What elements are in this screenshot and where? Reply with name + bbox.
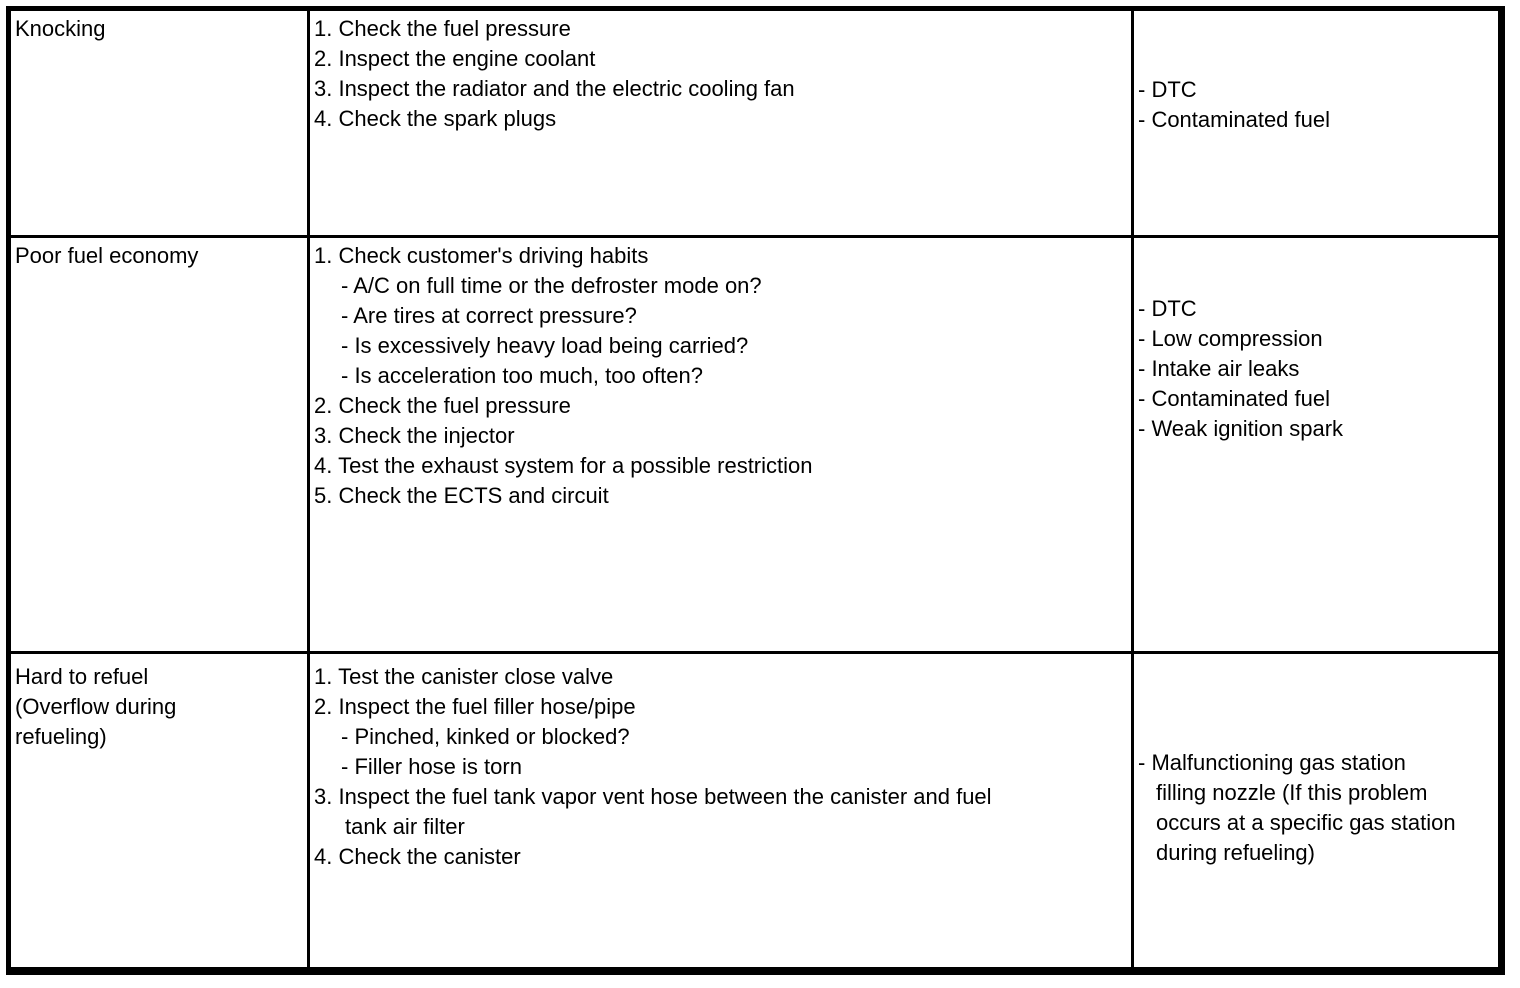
symptom-cell: Knocking: [7, 7, 310, 238]
possible-cause-item: - Low compression: [1138, 326, 1323, 351]
inspection-cell: 1. Test the canister close valve 2. Insp…: [307, 651, 1134, 972]
inspection-step-continuation: tank air filter: [345, 814, 465, 839]
symptom-text: Poor fuel economy: [15, 243, 199, 268]
possible-cause-item: - Contaminated fuel: [1138, 107, 1330, 132]
inspection-sub-item: - Is acceleration too much, too often?: [341, 363, 703, 388]
inspection-sub-item: - Is excessively heavy load being carrie…: [341, 333, 749, 358]
inspection-sub-item: - Filler hose is torn: [341, 754, 522, 779]
inspection-sub-item: - Pinched, kinked or blocked?: [341, 724, 630, 749]
possible-cause-item: - Malfunctioning gas station: [1138, 750, 1406, 775]
inspection-step: 2. Inspect the engine coolant: [314, 46, 596, 71]
symptom-text: Knocking: [15, 16, 106, 41]
possible-cause-continuation: during refueling): [1156, 840, 1315, 865]
inspection-cell: 1. Check customer's driving habits - A/C…: [307, 235, 1134, 654]
inspection-step: 5. Check the ECTS and circuit: [314, 483, 609, 508]
possible-cause-item: - DTC: [1138, 296, 1197, 321]
inspection-step: 4. Test the exhaust system for a possibl…: [314, 453, 813, 478]
possible-cause-continuation: occurs at a specific gas station: [1156, 810, 1456, 835]
inspection-cell: 1. Check the fuel pressure 2. Inspect th…: [307, 7, 1134, 238]
table-row: Hard to refuel (Overflow during refuelin…: [7, 651, 1503, 972]
symptom-text: Hard to refuel: [15, 664, 149, 689]
inspection-sub-item: - Are tires at correct pressure?: [341, 303, 637, 328]
possible-cause-cell: - DTC - Contaminated fuel: [1131, 7, 1503, 238]
table-row: Poor fuel economy 1. Check customer's dr…: [7, 235, 1503, 654]
inspection-step: 1. Check customer's driving habits: [314, 243, 649, 268]
possible-cause-item: - Weak ignition spark: [1138, 416, 1344, 441]
inspection-step: 3. Inspect the radiator and the electric…: [314, 76, 795, 101]
inspection-step: 4. Check the canister: [314, 844, 521, 869]
inspection-step: 3. Inspect the fuel tank vapor vent hose…: [314, 784, 992, 809]
inspection-sub-item: - A/C on full time or the defroster mode…: [341, 273, 762, 298]
inspection-step: 1. Test the canister close valve: [314, 664, 614, 689]
inspection-step: 1. Check the fuel pressure: [314, 16, 571, 41]
possible-cause-item: - Contaminated fuel: [1138, 386, 1330, 411]
table-row: Knocking 1. Check the fuel pressure 2. I…: [7, 7, 1503, 238]
possible-cause-cell: - Malfunctioning gas station filling noz…: [1131, 651, 1503, 972]
troubleshooting-table: Knocking 1. Check the fuel pressure 2. I…: [6, 6, 1505, 975]
possible-cause-item: - DTC: [1138, 77, 1197, 102]
symptom-text: refueling): [15, 724, 107, 749]
possible-cause-item: - Intake air leaks: [1138, 356, 1300, 381]
inspection-step: 3. Check the injector: [314, 423, 515, 448]
possible-cause-continuation: filling nozzle (If this problem: [1156, 780, 1428, 805]
inspection-step: 4. Check the spark plugs: [314, 106, 557, 131]
inspection-step: 2. Check the fuel pressure: [314, 393, 571, 418]
symptom-cell: Hard to refuel (Overflow during refuelin…: [7, 651, 310, 972]
inspection-step: 2. Inspect the fuel filler hose/pipe: [314, 694, 636, 719]
symptom-cell: Poor fuel economy: [7, 235, 310, 654]
possible-cause-cell: - DTC - Low compression - Intake air lea…: [1131, 235, 1503, 654]
symptom-text: (Overflow during: [15, 694, 177, 719]
